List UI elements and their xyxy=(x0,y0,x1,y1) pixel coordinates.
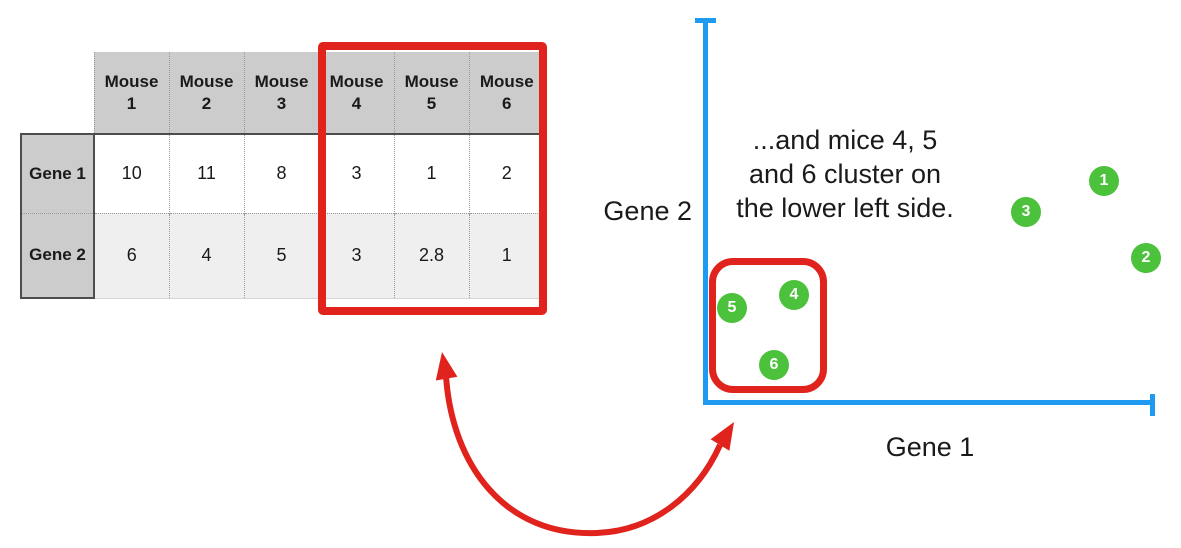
table-cell: 5 xyxy=(243,212,319,299)
table-header-mouse-1: Mouse 1 xyxy=(93,52,169,135)
row-label-gene-1: Gene 1 xyxy=(20,133,95,213)
table-cell: 11 xyxy=(168,134,244,213)
data-point-mouse-2: 2 xyxy=(1131,243,1161,273)
annotation-text: ...and mice 4, 5 and 6 cluster on the lo… xyxy=(715,123,975,225)
x-axis-label: Gene 1 xyxy=(885,432,975,462)
annotation-line: and 6 cluster on xyxy=(748,159,942,189)
table-row-gene-1: Gene 1 10 11 8 3 1 2 xyxy=(20,133,544,213)
data-point-mouse-3: 3 xyxy=(1011,197,1041,227)
arrowhead-left-icon xyxy=(435,352,458,381)
y-axis-label: Gene 2 xyxy=(603,196,692,226)
table-header-mouse-5: Mouse 5 xyxy=(393,52,469,135)
table-header-mouse-6: Mouse 6 xyxy=(468,52,544,135)
table-cell: 10 xyxy=(93,134,169,213)
table-cell: 2.8 xyxy=(393,212,469,299)
annotation-line: the lower left side. xyxy=(736,193,954,223)
table-cell: 4 xyxy=(168,212,244,299)
table-cell: 2 xyxy=(468,134,544,213)
x-axis-end-cap xyxy=(1150,394,1155,416)
y-axis-end-cap xyxy=(695,18,716,23)
table-header-mouse-2: Mouse 2 xyxy=(168,52,244,135)
table-cell: 1 xyxy=(393,134,469,213)
table-header-row: Mouse 1 Mouse 2 Mouse 3 Mouse 4 Mouse 5 … xyxy=(21,52,544,135)
y-axis-line xyxy=(703,18,708,405)
table-cell: 3 xyxy=(318,212,394,299)
table-header-mouse-3: Mouse 3 xyxy=(243,52,319,135)
data-point-mouse-4: 4 xyxy=(779,280,809,310)
data-point-mouse-6: 6 xyxy=(759,350,789,380)
x-axis-line xyxy=(703,400,1153,405)
table-header-mouse-4: Mouse 4 xyxy=(318,52,394,135)
table-cell: 6 xyxy=(93,212,169,299)
table-cell: 8 xyxy=(243,134,319,213)
table-cell: 1 xyxy=(468,212,544,299)
table-highlight-box xyxy=(318,42,547,315)
table-row-gene-2: Gene 2 6 4 5 3 2.8 1 xyxy=(20,212,544,299)
annotation-line: ...and mice 4, 5 xyxy=(752,125,938,155)
cluster-highlight-box xyxy=(709,258,827,393)
table-cell: 3 xyxy=(318,134,394,213)
arrowhead-right-icon xyxy=(710,422,734,451)
arrow-shaft xyxy=(443,375,723,537)
row-label-gene-2: Gene 2 xyxy=(20,212,95,299)
table-corner-cell xyxy=(21,52,94,134)
gene-expression-table: Mouse 1 Mouse 2 Mouse 3 Mouse 4 Mouse 5 … xyxy=(20,52,544,299)
data-point-mouse-1: 1 xyxy=(1089,166,1119,196)
data-point-mouse-5: 5 xyxy=(717,293,747,323)
